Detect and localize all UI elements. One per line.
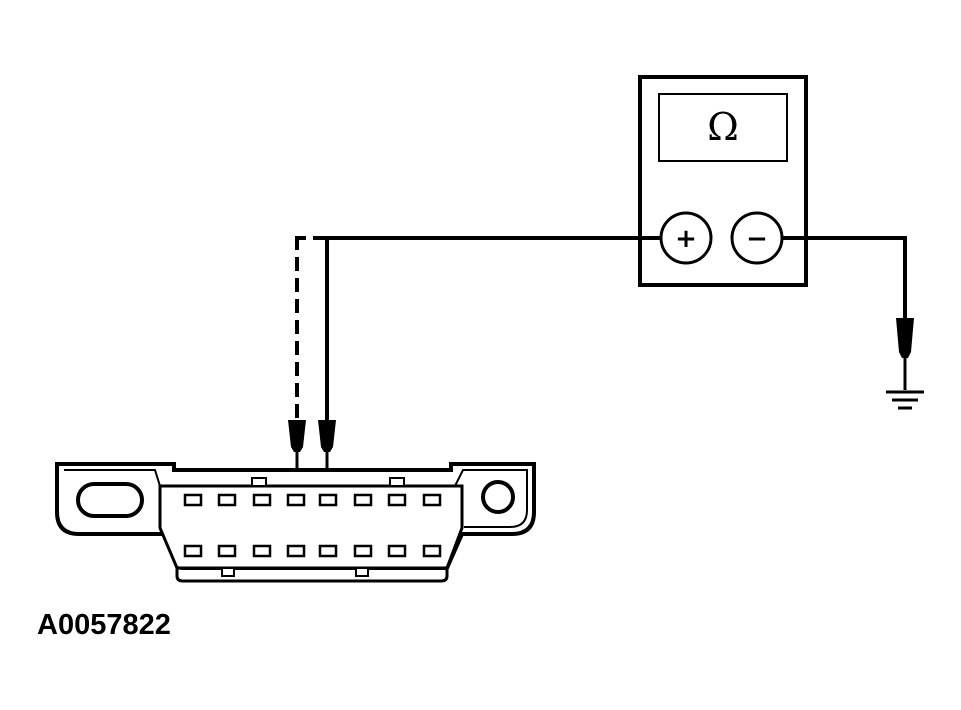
pin-bottom-4	[286, 544, 306, 558]
pin-bottom-1	[183, 544, 203, 558]
pin-bottom-7	[387, 544, 407, 558]
alternate-test-lead	[295, 236, 327, 420]
pin-top-1	[183, 493, 203, 507]
ground-icon	[886, 390, 924, 410]
connector-face	[158, 484, 464, 570]
ohm-symbol: Ω	[707, 105, 739, 149]
mounting-slot	[76, 482, 144, 518]
mounting-hole	[481, 480, 515, 514]
connector-key-top-right	[389, 477, 405, 487]
pin-bottom-8	[422, 544, 442, 558]
connector-bottom-rim	[175, 566, 449, 583]
pin-bottom-2	[217, 544, 237, 558]
diagnostic-connector	[55, 462, 536, 583]
pin-bottom-3	[252, 544, 272, 558]
pin-top-4	[286, 493, 306, 507]
connector-pins	[183, 493, 442, 558]
multimeter-display	[658, 93, 788, 162]
pin-top-5	[318, 493, 338, 507]
figure-id: A0057822	[37, 609, 171, 641]
positive-test-lead	[325, 236, 661, 420]
positive-terminal-label: +	[675, 224, 697, 254]
pin-top-8	[422, 493, 442, 507]
pin-bottom-5	[318, 544, 338, 558]
pin-top-6	[353, 493, 373, 507]
connector-key-top-left	[251, 477, 267, 487]
multimeter: Ω + −	[638, 75, 808, 287]
pin-top-7	[387, 493, 407, 507]
connector-key-bottom-right	[355, 567, 369, 577]
pin-top-2	[217, 493, 237, 507]
pin-bottom-6	[353, 544, 373, 558]
negative-test-lead	[782, 236, 914, 390]
connector-key-bottom-left	[221, 567, 235, 577]
pin-top-3	[252, 493, 272, 507]
negative-terminal-label: −	[746, 224, 768, 254]
